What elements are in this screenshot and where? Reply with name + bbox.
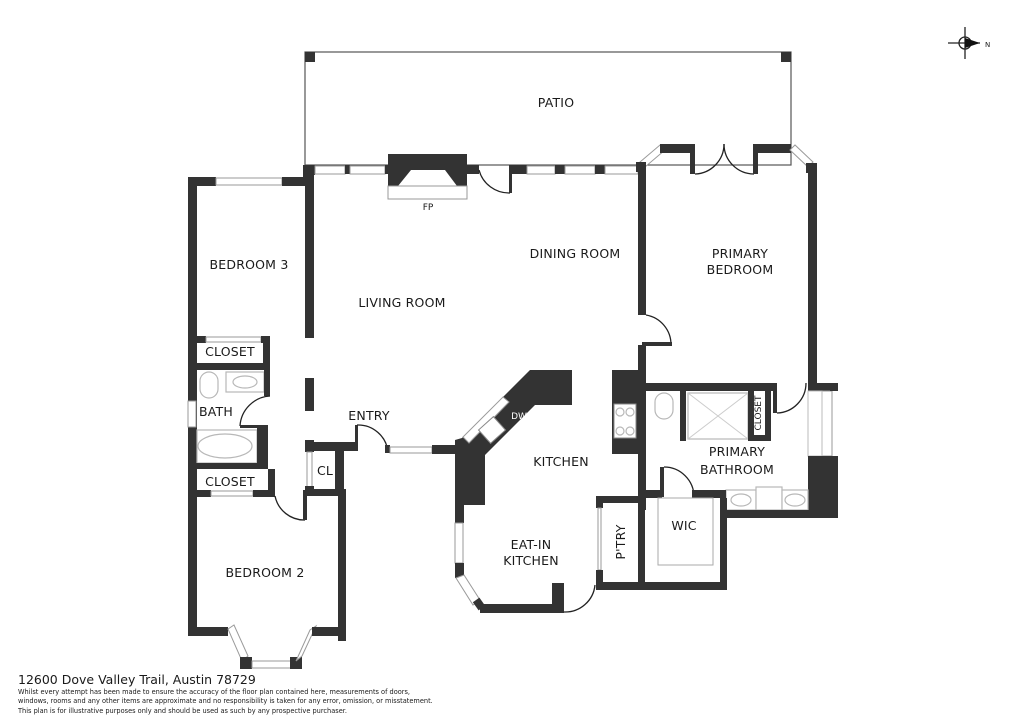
- label-entry: ENTRY: [348, 408, 390, 423]
- label-cl: CL: [317, 463, 333, 478]
- bedroom-2-walls: [188, 624, 346, 669]
- address: 12600 Dove Valley Trail, Austin 78729: [18, 672, 256, 687]
- label-bath: BATH: [199, 404, 233, 419]
- french-door-left[interactable]: [694, 143, 725, 175]
- kitchen-counter: [454, 370, 572, 613]
- label-primary-bathroom-2: BATHROOM: [700, 462, 774, 477]
- label-primary-bedroom-1: PRIMARY: [712, 246, 768, 261]
- bath-door[interactable]: [239, 395, 271, 427]
- label-kitchen: KITCHEN: [533, 454, 589, 469]
- label-primary-closet: CLOSET: [754, 395, 764, 430]
- label-eat-in-1: EAT-IN: [511, 537, 552, 552]
- primary-bedroom-walls: [636, 143, 817, 383]
- primary-bedroom-door[interactable]: [645, 314, 672, 346]
- label-wic: WIC: [671, 518, 696, 533]
- label-dining-room: DINING ROOM: [530, 246, 621, 261]
- label-bedroom-2: BEDROOM 2: [226, 565, 305, 580]
- stove: [612, 370, 639, 454]
- label-bedroom-3: BEDROOM 3: [210, 257, 289, 272]
- compass-north-icon: N: [948, 27, 990, 59]
- label-eat-in-2: KITCHEN: [503, 553, 559, 568]
- disclaimer-line-3: This plan is for illustrative purposes o…: [18, 706, 347, 715]
- label-primary-bathroom-1: PRIMARY: [709, 444, 765, 459]
- bedroom-2-door[interactable]: [274, 495, 306, 521]
- toilet: [199, 371, 219, 399]
- label-pantry: P'TRY: [613, 524, 628, 559]
- north-wall-living: [305, 154, 639, 200]
- label-living-room: LIVING ROOM: [358, 295, 445, 310]
- wic-pantry: [596, 496, 727, 590]
- wic-door[interactable]: [663, 466, 695, 498]
- fireplace: [387, 154, 468, 200]
- footer: 12600 Dove Valley Trail, Austin 78729 Wh…: [18, 672, 438, 716]
- kitchen-side-door[interactable]: [563, 584, 596, 613]
- label-closet-2: CLOSET: [205, 474, 255, 489]
- french-door-right[interactable]: [723, 143, 755, 175]
- label-primary-bedroom-2: BEDROOM: [707, 262, 774, 277]
- bedroom-3-walls: [188, 177, 305, 627]
- disclaimer-line-1: Whilst every attempt has been made to en…: [18, 688, 411, 696]
- compass-label: N: [985, 41, 990, 49]
- label-closet-1: CLOSET: [205, 344, 255, 359]
- disclaimer: Whilst every attempt has been made to en…: [18, 688, 438, 716]
- label-patio: PATIO: [538, 95, 574, 110]
- patio: [304, 51, 792, 166]
- primary-bath-door[interactable]: [776, 382, 807, 414]
- label-dishwasher: DW: [511, 412, 527, 422]
- label-fireplace: FP: [423, 203, 434, 213]
- disclaimer-line-2: windows, rooms and any other items are a…: [18, 697, 433, 706]
- entry-door[interactable]: [356, 424, 389, 453]
- patio-door[interactable]: [478, 169, 511, 194]
